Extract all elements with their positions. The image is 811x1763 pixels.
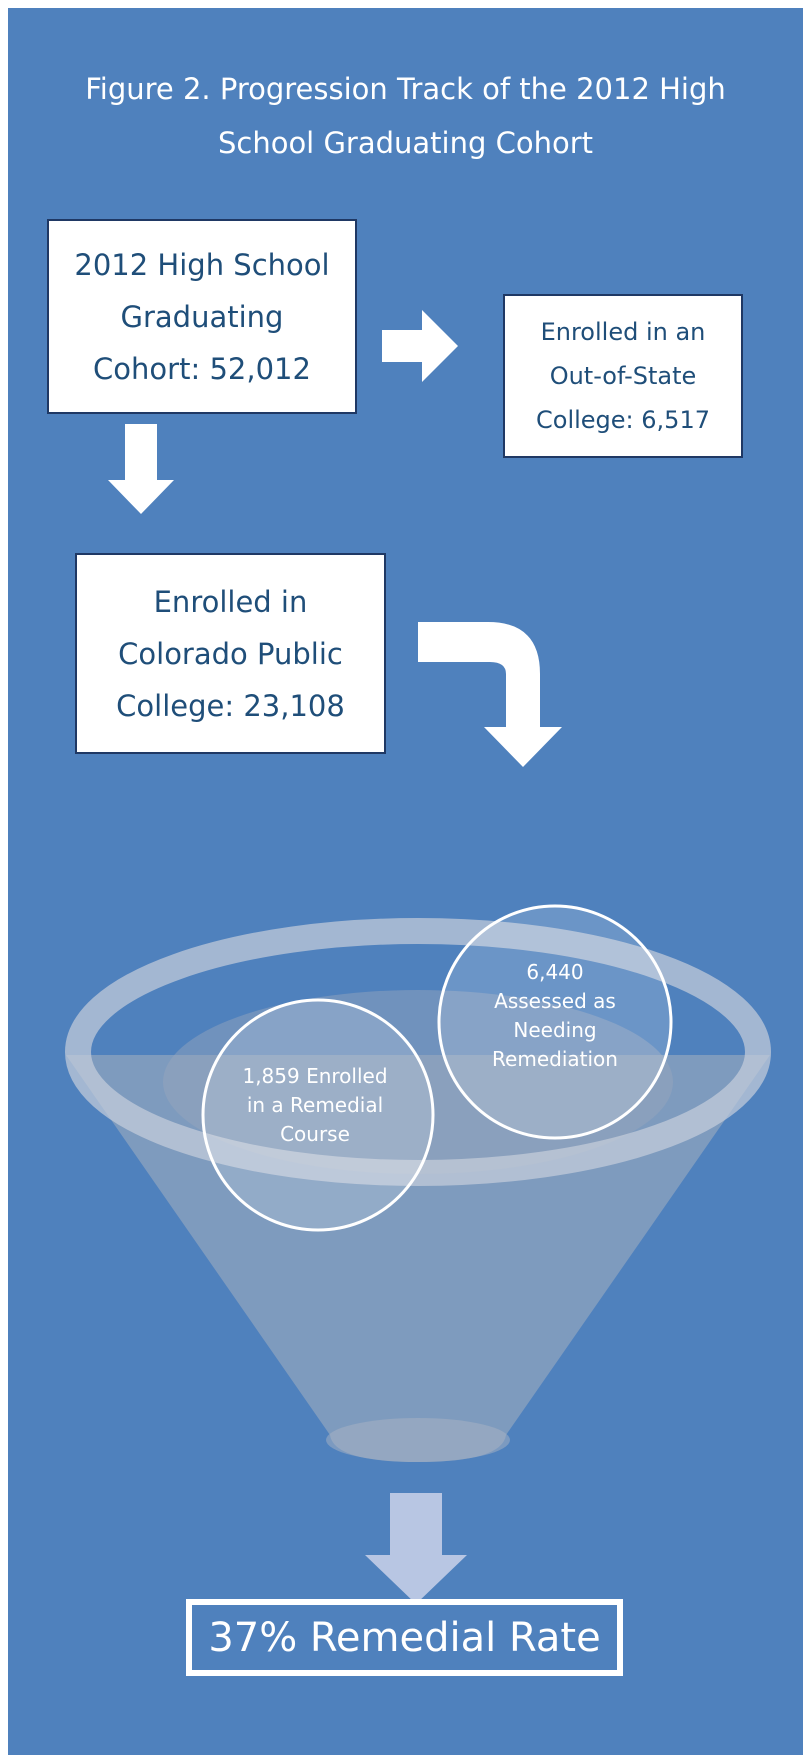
- colorado-line-3: College: 23,108: [116, 688, 345, 723]
- enrolled-line-3: Course: [280, 1122, 350, 1146]
- funnel-icon: [65, 904, 771, 1462]
- assessed-line-1: 6,440: [526, 960, 584, 984]
- funnel-inner-ellipse: [163, 990, 673, 1174]
- right-arrow-icon: [382, 310, 458, 382]
- cohort-line-3: Cohort: 52,012: [93, 351, 311, 386]
- assessed-circle: [437, 904, 673, 1140]
- assessed-remediation-label: 6,440 Assessed as Needing Remediation: [440, 958, 670, 1074]
- assessed-line-3: Needing: [513, 1018, 597, 1042]
- result-arrow-icon: [365, 1493, 467, 1604]
- enrolled-line-2: in a Remedial: [246, 1093, 384, 1117]
- funnel-bottom: [326, 1418, 510, 1462]
- colorado-line-1: Enrolled in: [153, 584, 308, 619]
- colorado-public-college-box: Enrolled in Colorado Public College: 23,…: [75, 553, 386, 754]
- remedial-rate-box: 37% Remedial Rate: [186, 1599, 623, 1676]
- enrolled-remedial-circle: [201, 998, 435, 1232]
- title-line-2: School Graduating Cohort: [217, 126, 594, 160]
- enrolled-remedial-label: 1,859 Enrolled in a Remedial Course: [200, 1062, 430, 1149]
- outstate-line-3: College: 6,517: [536, 406, 710, 434]
- assessed-line-4: Remediation: [492, 1047, 618, 1071]
- out-of-state-college-box: Enrolled in an Out-of-State College: 6,5…: [503, 294, 743, 458]
- down-arrow-icon: [108, 424, 174, 514]
- enrolled-line-1: 1,859 Enrolled: [242, 1064, 388, 1088]
- title-line-1: Figure 2. Progression Track of the 2012 …: [85, 72, 726, 106]
- assessed-line-2: Assessed as: [494, 989, 616, 1013]
- bent-arrow-icon: [418, 622, 562, 767]
- outstate-line-2: Out-of-State: [549, 362, 697, 390]
- remedial-rate-label: 37% Remedial Rate: [208, 1614, 601, 1661]
- colorado-line-2: Colorado Public: [118, 636, 343, 671]
- cohort-line-2: Graduating: [120, 299, 284, 334]
- cohort-line-1: 2012 High School: [74, 247, 330, 282]
- figure-title: Figure 2. Progression Track of the 2012 …: [0, 62, 811, 170]
- graduating-cohort-box: 2012 High School Graduating Cohort: 52,0…: [47, 219, 357, 414]
- outstate-line-1: Enrolled in an: [540, 318, 706, 346]
